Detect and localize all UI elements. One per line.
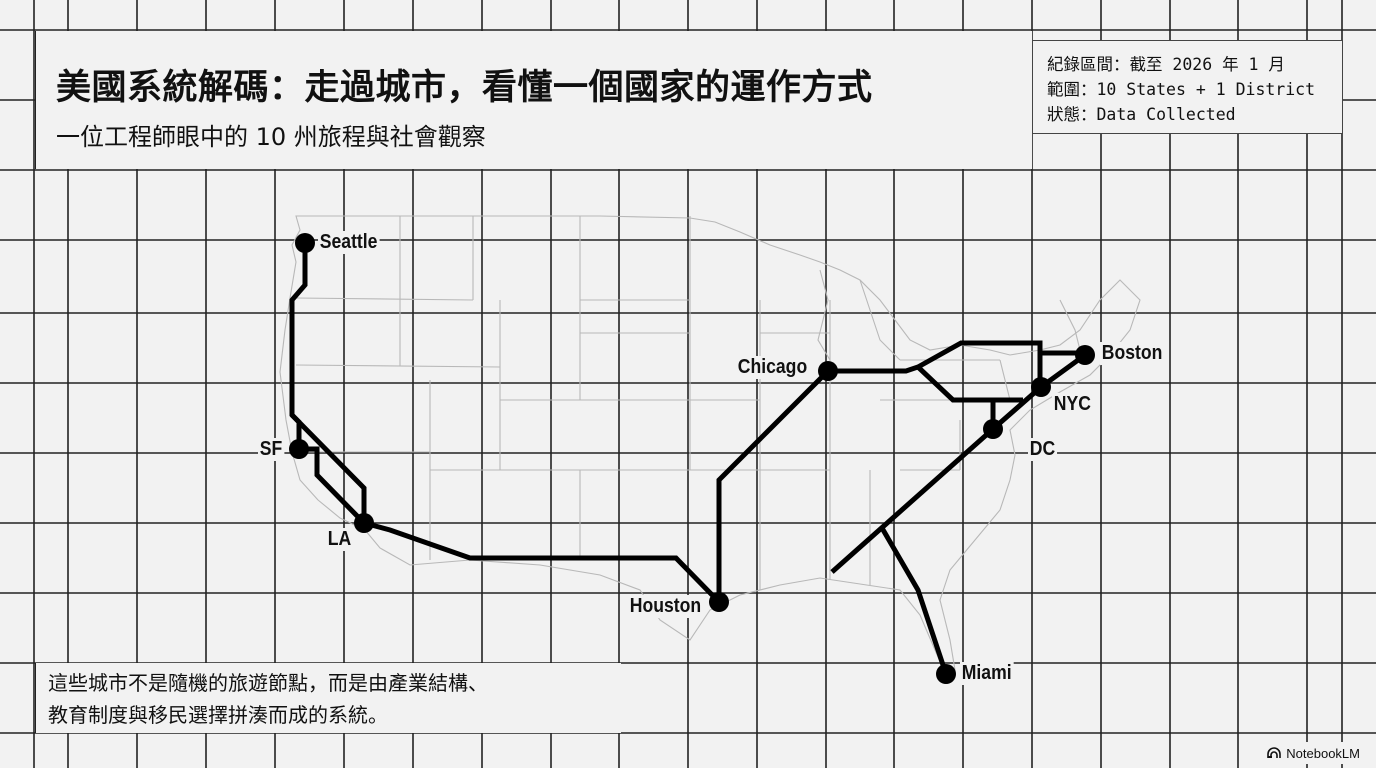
city-label-miami: Miami <box>960 662 1014 685</box>
city-dots <box>289 233 1095 684</box>
city-dot-houston <box>709 592 729 612</box>
city-dot-sf <box>289 439 309 459</box>
header-panel: 美國系統解碼：走過城市，看懂一個國家的運作方式 一位工程師眼中的 10 州旅程與… <box>35 31 1032 169</box>
city-label-sf: SF <box>258 438 285 461</box>
city-label-chicago: Chicago <box>736 356 809 379</box>
page-title: 美國系統解碼：走過城市，看懂一個國家的運作方式 <box>56 68 873 108</box>
city-dot-dc <box>983 419 1003 439</box>
city-dot-chicago <box>818 361 838 381</box>
scope: 範圍：10 States + 1 District <box>1047 80 1316 99</box>
city-dot-boston <box>1075 345 1095 365</box>
brand-label: NotebookLM <box>1286 745 1360 761</box>
city-label-nyc: NYC <box>1052 393 1093 416</box>
city-dot-seattle <box>295 233 315 253</box>
caption-line-2: 教育制度與移民選擇拼湊而成的系統。 <box>48 703 388 727</box>
notebooklm-logo-icon <box>1267 747 1282 758</box>
city-dot-miami <box>936 664 956 684</box>
caption-panel: 這些城市不是隨機的旅遊節點，而是由產業結構、 教育制度與移民選擇拼湊而成的系統。 <box>35 663 621 733</box>
city-dot-la <box>354 513 374 533</box>
us-map-outline <box>279 215 1141 682</box>
city-label-seattle: Seattle <box>318 231 380 254</box>
city-label-houston: Houston <box>628 595 703 618</box>
city-label-dc: DC <box>1028 438 1057 461</box>
notebooklm-watermark: NotebookLM <box>1259 742 1368 764</box>
caption-line-1: 這些城市不是隨機的旅遊節點，而是由產業結構、 <box>48 671 488 695</box>
city-dot-nyc <box>1031 377 1051 397</box>
info-box: 紀錄區間：截至 2026 年 1 月 範圍：10 States + 1 Dist… <box>1032 40 1343 134</box>
record-period: 紀錄區間：截至 2026 年 1 月 <box>1047 55 1285 74</box>
status: 狀態：Data Collected <box>1047 105 1236 124</box>
city-label-la: LA <box>326 528 353 551</box>
city-label-boston: Boston <box>1100 342 1165 365</box>
page-subtitle: 一位工程師眼中的 10 州旅程與社會觀察 <box>56 123 486 151</box>
